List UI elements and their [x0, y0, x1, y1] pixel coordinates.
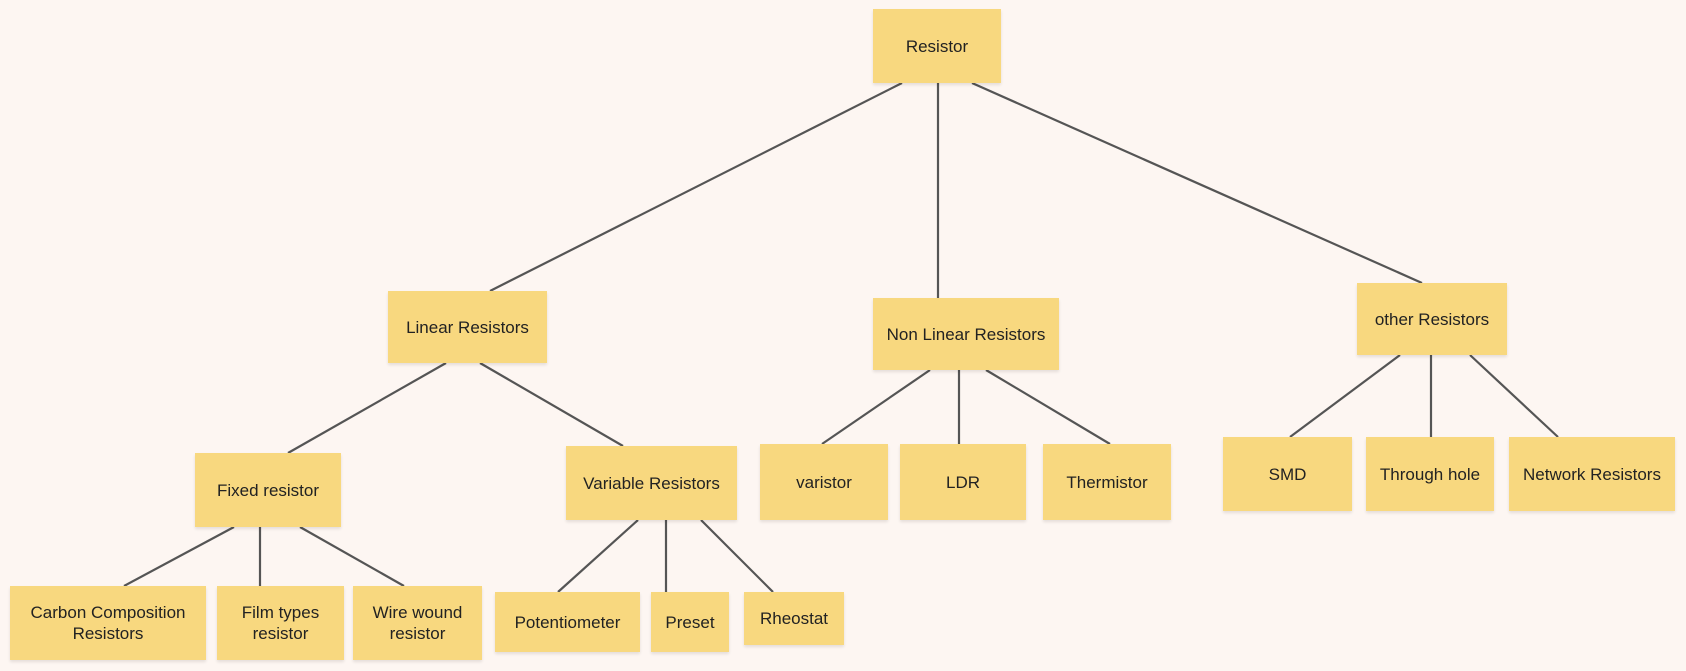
- edge-nonlinear-varistor: [821, 369, 931, 445]
- edge-linear-fixed: [287, 362, 447, 454]
- node-smd: SMD: [1223, 437, 1352, 511]
- edge-root-linear: [489, 82, 903, 292]
- edge-fixed-carbon: [123, 526, 235, 587]
- edge-nonlinear-thermistor: [985, 369, 1111, 445]
- node-variable-resistors: Variable Resistors: [566, 446, 737, 520]
- node-fixed-resistor: Fixed resistor: [195, 453, 341, 527]
- edge-variable-pot: [557, 519, 639, 593]
- node-rheostat: Rheostat: [744, 592, 844, 645]
- node-resistor: Resistor: [873, 9, 1001, 83]
- node-film-types-resistor: Film types resistor: [217, 586, 344, 660]
- node-wire-wound-resistor: Wire wound resistor: [353, 586, 482, 660]
- node-carbon-composition-resistors: Carbon Composition Resistors: [10, 586, 206, 660]
- node-linear-resistors: Linear Resistors: [388, 291, 547, 363]
- edge-linear-variable: [479, 362, 624, 447]
- edge-root-other: [971, 81, 1423, 285]
- edge-fixed-wire: [299, 526, 405, 587]
- node-preset: Preset: [651, 592, 729, 652]
- node-non-linear-resistors: Non Linear Resistors: [873, 298, 1059, 370]
- node-potentiometer: Potentiometer: [495, 592, 640, 652]
- node-through-hole: Through hole: [1366, 437, 1494, 511]
- node-varistor: varistor: [760, 444, 888, 520]
- node-other-resistors: other Resistors: [1357, 283, 1507, 355]
- edge-variable-rheostat: [700, 519, 774, 593]
- node-ldr: LDR: [900, 444, 1026, 520]
- edge-other-smd: [1289, 354, 1401, 438]
- edge-other-network: [1469, 354, 1559, 438]
- node-thermistor: Thermistor: [1043, 444, 1171, 520]
- node-network-resistors: Network Resistors: [1509, 437, 1675, 511]
